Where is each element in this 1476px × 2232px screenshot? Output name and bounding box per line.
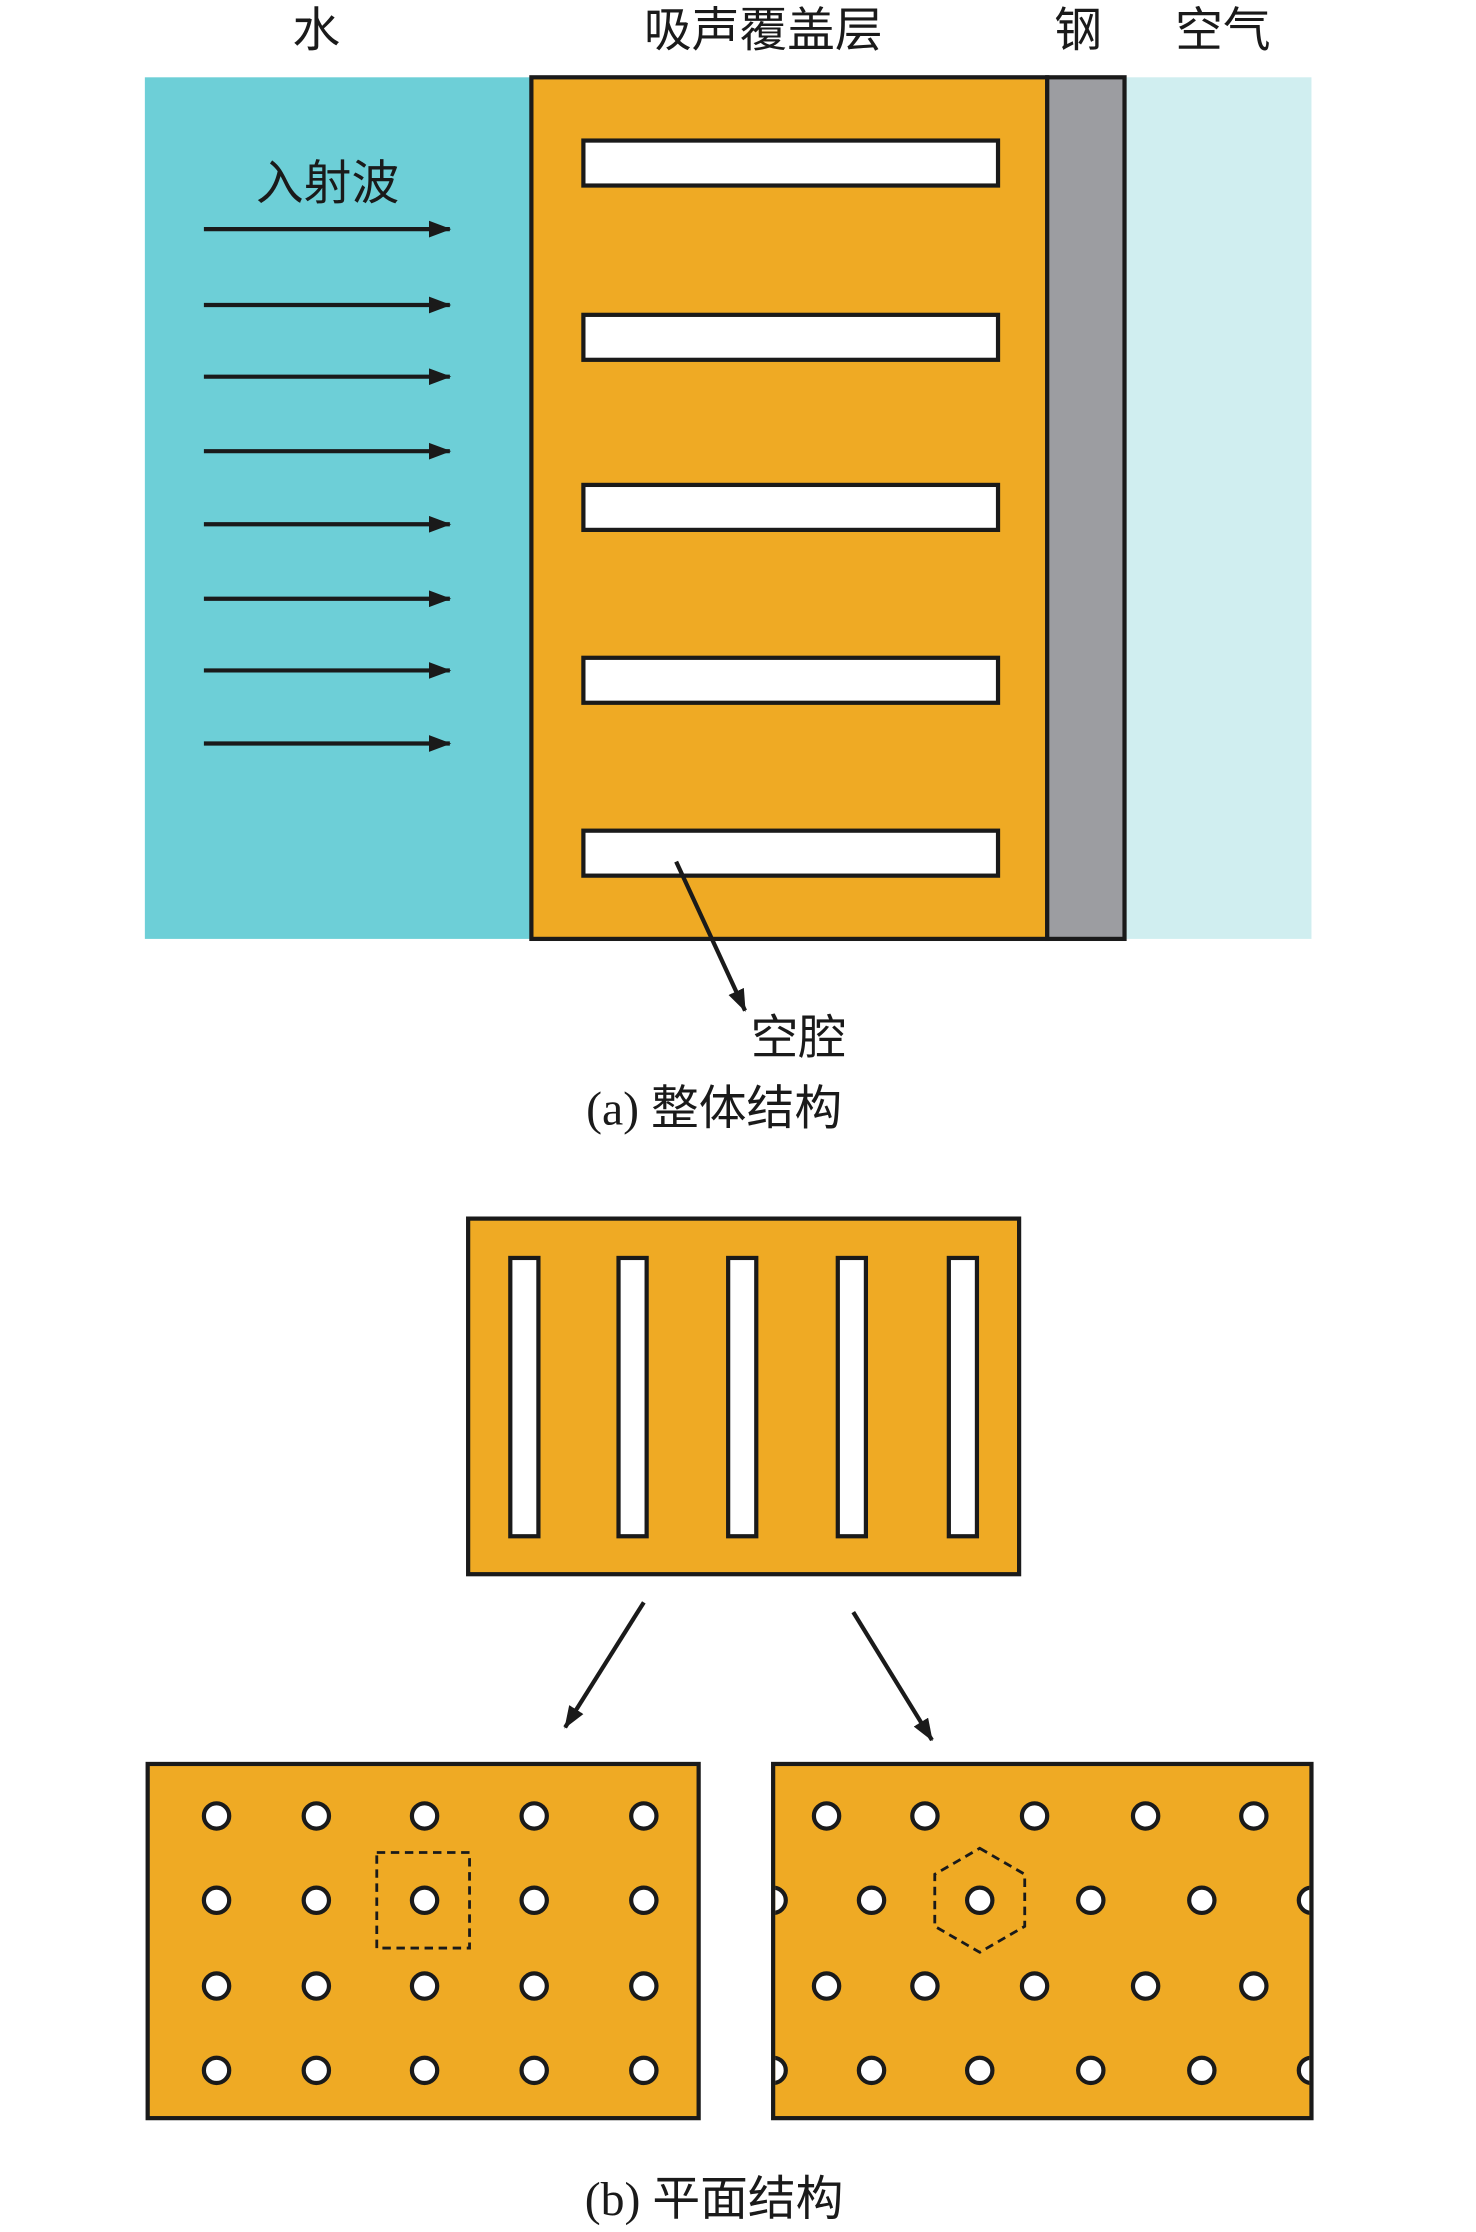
cavity-hole: [1019, 1801, 1050, 1831]
planar-slot: [616, 1255, 649, 1539]
square-unit-cell-outline: [375, 1851, 471, 1950]
cavity-slot: [581, 828, 1001, 878]
hexagonal-lattice-panel-border: [771, 1761, 1314, 2121]
cavity-hole: [811, 1971, 842, 2001]
slot-group: [508, 1255, 980, 1539]
hexagonal-unit-cell-outline: [933, 1846, 1027, 1954]
cavity-hole: [629, 1971, 659, 2001]
arrow-to-square-lattice: [563, 1601, 646, 1729]
cavity-hole: [1019, 1971, 1050, 2001]
cavity-hole: [519, 1801, 549, 1831]
cavity-hole: [629, 2055, 659, 2086]
coating-label: 吸声覆盖层: [644, 4, 883, 57]
cavity-hole: [629, 1885, 659, 1916]
cavity-hole: [910, 1971, 940, 2001]
planar-slot: [726, 1255, 759, 1539]
caption-a: (a) 整体结构: [586, 1082, 842, 1135]
hexagonal-lattice-holes: [775, 1801, 1310, 2086]
cavity-hole: [964, 1885, 995, 1916]
cavity-hole: [629, 1801, 659, 1831]
cavity-hole: [519, 1971, 549, 2001]
cavity-hole: [201, 1801, 232, 1831]
cavity-hole: [811, 1801, 842, 1831]
air-label: 空气: [1175, 4, 1271, 57]
cavity-slot: [581, 312, 1001, 362]
cavity-hole: [1130, 1971, 1161, 2001]
cavity-hole: [1076, 2055, 1106, 2086]
incident-wave-arrows: [203, 220, 452, 752]
square-lattice-holes: [201, 1801, 659, 2086]
cavity-hole: [201, 1971, 232, 2001]
water-label: 水: [292, 4, 340, 57]
incident-wave-label: 入射波: [256, 158, 399, 211]
cavity-hole: [775, 1885, 788, 1915]
figure-a-overall-structure: 水 吸声覆盖层 钢 空气 入射波 空腔 (a) 整体结构: [144, 4, 1312, 1135]
arrow-to-hexagonal-lattice: [851, 1611, 934, 1742]
steel-label: 钢: [1054, 4, 1102, 57]
cavity-hole: [519, 1885, 549, 1916]
cavity-hole: [201, 2055, 232, 2086]
cavity-pointer-arrow: [674, 860, 747, 1012]
cavity-hole: [201, 1885, 232, 1916]
cavity-hole: [409, 1971, 440, 2001]
cavity-hole: [1239, 1971, 1269, 2001]
cavity-hole: [409, 1801, 440, 1831]
cavity-hole: [856, 1885, 887, 1916]
cavity-hole: [1187, 2055, 1217, 2086]
cavity-hole: [1130, 1801, 1161, 1831]
cavity-hole: [856, 2055, 887, 2086]
cavity-hole: [519, 2055, 549, 2086]
planar-slot: [835, 1255, 869, 1539]
cavity-hole: [910, 1801, 940, 1831]
cavity-hole: [964, 2055, 995, 2086]
cavity-group: [581, 138, 1001, 878]
cavity-hole: [301, 1971, 332, 2001]
air-region: [1124, 77, 1312, 939]
cavity-slot: [581, 482, 1001, 532]
caption-b: (b) 平面结构: [585, 2173, 844, 2226]
cavity-slot: [581, 138, 1001, 188]
steel-plate: [1045, 75, 1127, 942]
cavity-hole: [409, 2055, 440, 2086]
cavity-slot: [581, 655, 1001, 705]
cavity-hole: [775, 2055, 788, 2085]
figure-b-planar-structure: (b) 平面结构: [145, 1216, 1314, 2226]
cavity-hole: [301, 2055, 332, 2086]
planar-slot: [946, 1255, 980, 1539]
water-region: [144, 77, 533, 939]
cavity-hole: [1296, 2055, 1310, 2085]
cavity-label: 空腔: [751, 1012, 847, 1065]
planar-slot: [508, 1255, 541, 1539]
cavity-hole: [1239, 1801, 1269, 1831]
cavity-hole: [1296, 1885, 1310, 1915]
cavity-hole: [1187, 1885, 1217, 1916]
cavity-hole: [301, 1801, 332, 1831]
cavity-hole: [301, 1885, 332, 1916]
cavity-hole: [1076, 1885, 1106, 1916]
cavity-hole: [409, 1885, 440, 1916]
